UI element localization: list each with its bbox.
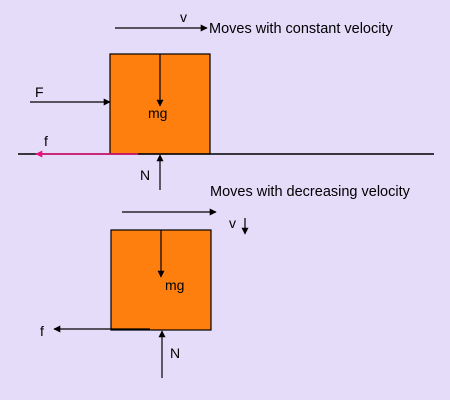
weight-label-bottom: mg [165, 277, 184, 293]
normal-label-top: N [140, 167, 150, 183]
weight-label-top: mg [148, 105, 167, 121]
velocity-label-top: v [180, 9, 187, 25]
scene-constant-velocity: v Moves with constant velocity mg F f N [18, 9, 434, 190]
applied-force-label: F [35, 84, 44, 100]
velocity-label-bottom: v [229, 215, 236, 231]
caption-top: Moves with constant velocity [209, 21, 393, 37]
caption-bottom: Moves with decreasing velocity [210, 184, 411, 200]
friction-label-bottom: f [40, 323, 44, 339]
normal-label-bottom: N [170, 345, 180, 361]
friction-label-top: f [44, 133, 48, 149]
scene-decreasing-velocity: Moves with decreasing velocity v mg f N [40, 184, 411, 378]
